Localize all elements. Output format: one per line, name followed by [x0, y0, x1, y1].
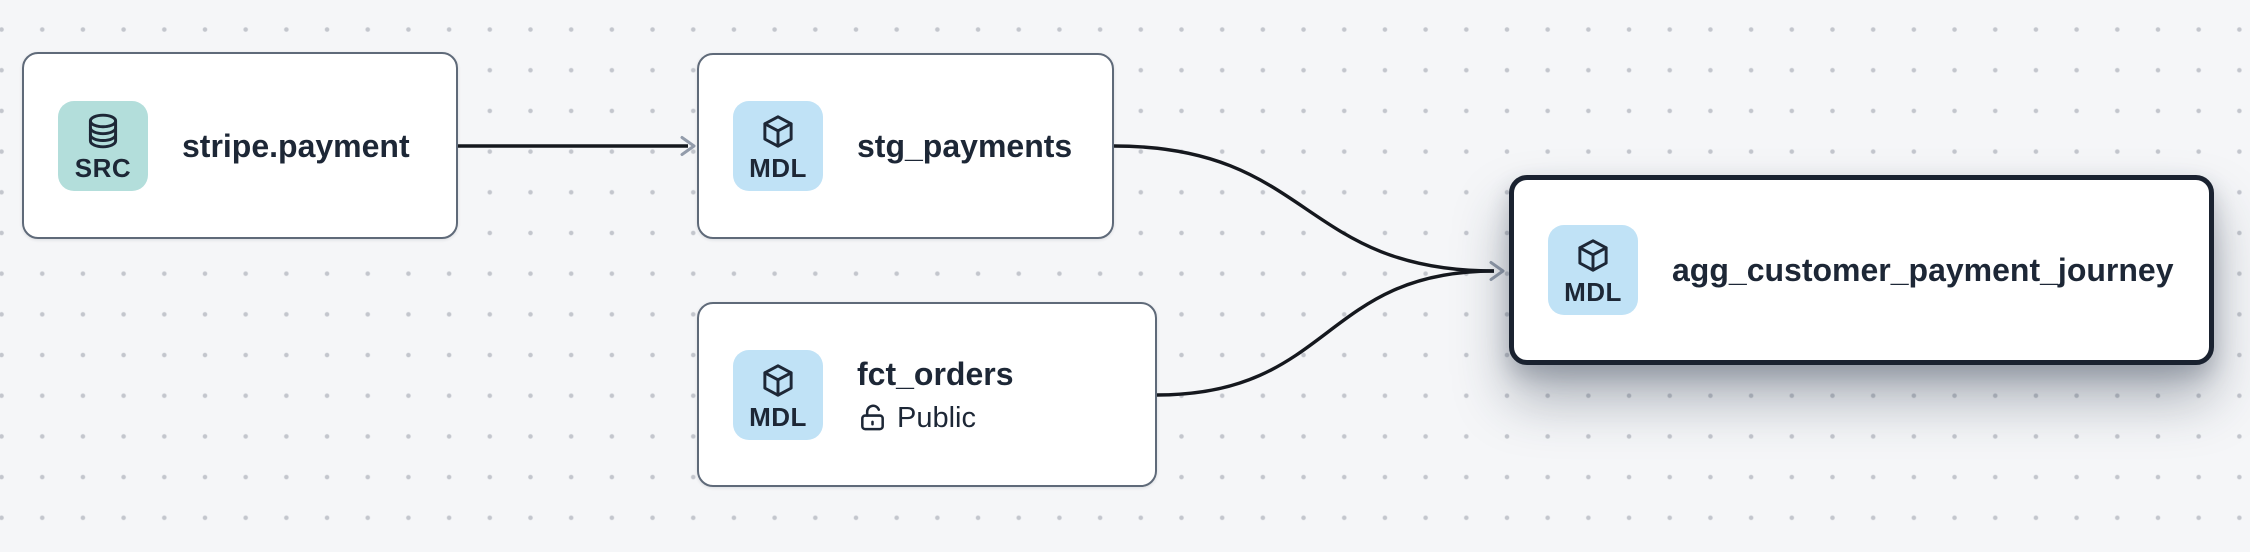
edge-fct-orders-to-agg-customer-payment-journey[interactable] [1156, 261, 1505, 397]
cube-icon [763, 115, 793, 148]
model-type-badge: MDL [1548, 225, 1638, 315]
badge-label: MDL [1564, 277, 1622, 307]
node-stripe-payment[interactable]: SRC stripe.payment [22, 52, 458, 239]
node-agg-customer-payment-journey[interactable]: MDL agg_customer_payment_journey [1509, 175, 2214, 365]
model-type-badge: MDL [733, 101, 823, 191]
arrowhead-icon [680, 136, 696, 156]
arrowhead-icon [1489, 261, 1505, 281]
unlock-icon [861, 405, 884, 431]
node-stg-payments[interactable]: MDL stg_payments [697, 53, 1114, 239]
visibility-label: Public [897, 401, 976, 434]
node-title: stg_payments [857, 128, 1073, 164]
node-title: fct_orders [857, 355, 1014, 392]
model-type-badge: MDL [733, 349, 823, 440]
node-title: stripe.payment [182, 127, 410, 164]
visibility-row: Public [857, 401, 1014, 436]
source-type-badge: SRC [58, 100, 148, 191]
badge-label: MDL [749, 401, 807, 432]
cube-icon [763, 363, 793, 397]
edge-stripe-payment-to-stg-payments[interactable] [458, 136, 696, 156]
database-icon [88, 113, 118, 148]
cube-icon [1578, 239, 1608, 272]
node-title: agg_customer_payment_journey [1672, 252, 2174, 288]
badge-label: SRC [74, 152, 132, 183]
node-fct-orders[interactable]: MDL fct_orders Public [697, 302, 1157, 487]
edge-stg-payments-to-agg-customer-payment-journey[interactable] [1113, 144, 1495, 273]
badge-label: MDL [749, 153, 807, 183]
